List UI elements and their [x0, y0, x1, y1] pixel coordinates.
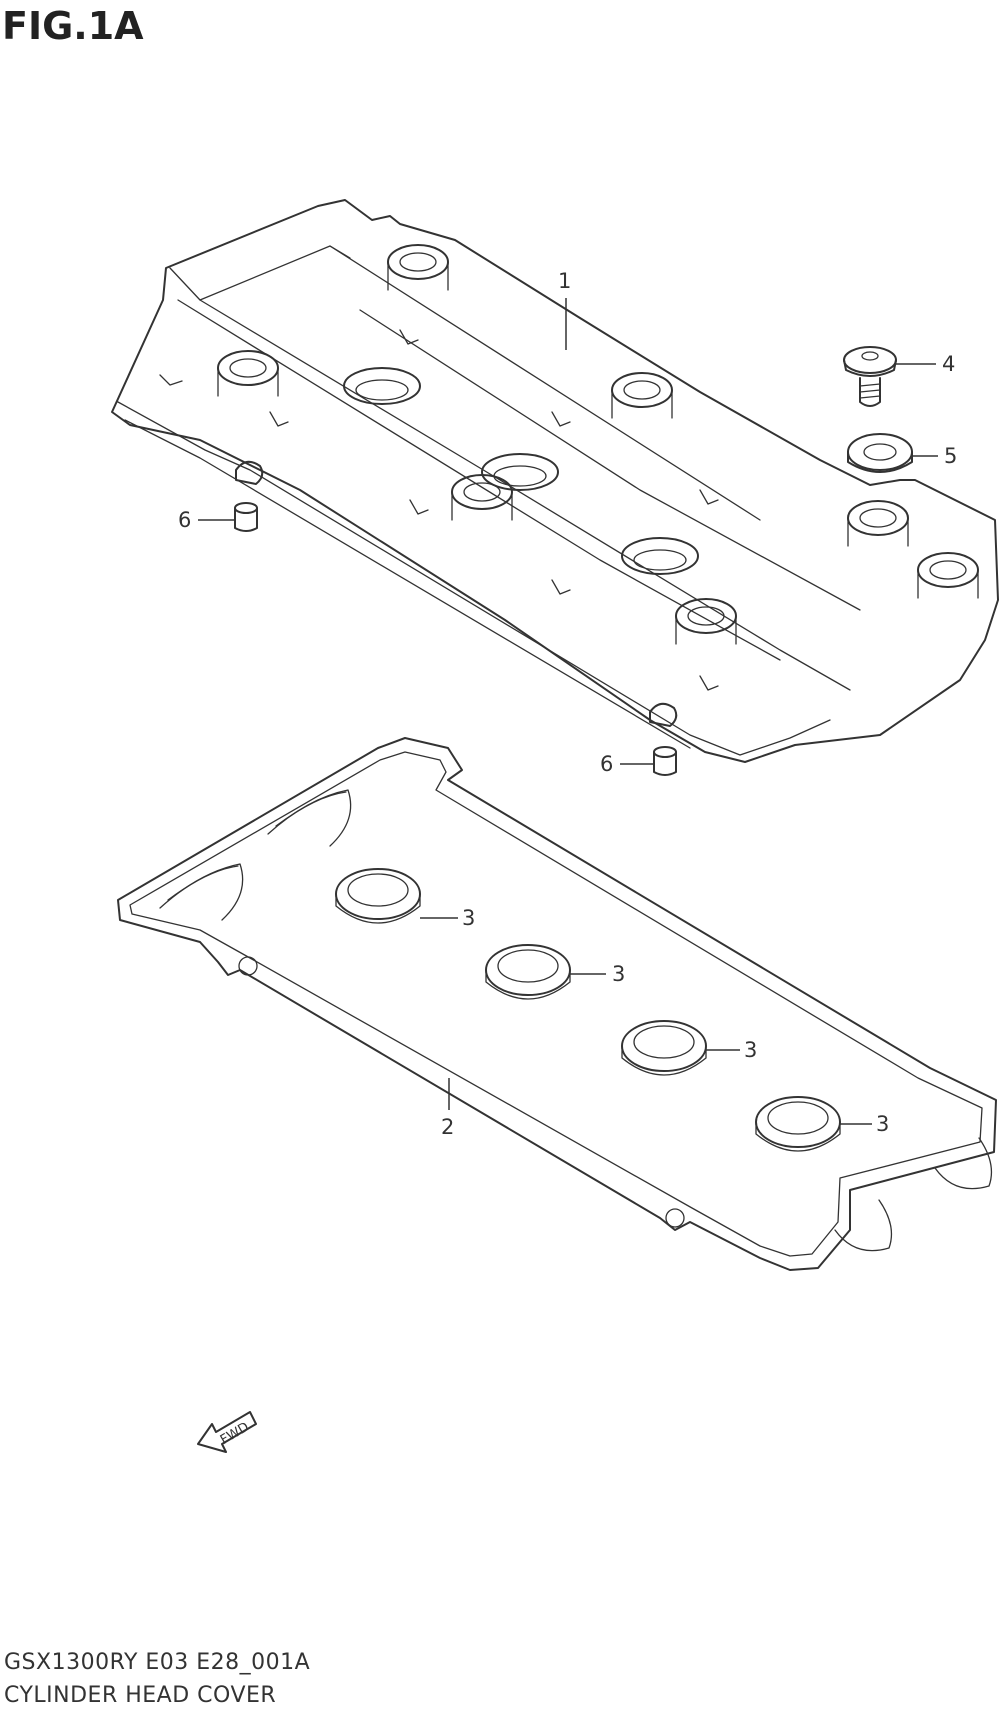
bolt-boss: [675, 598, 737, 645]
callout-part-3: 3: [744, 1038, 757, 1062]
model-code-label: GSX1300RY E03 E28_001A: [4, 1650, 311, 1675]
bolt-boss: [217, 350, 279, 397]
cover-gasket-drawing: [117, 737, 997, 1271]
callout-part-5: 5: [944, 444, 957, 468]
fwd-arrow-label: FWD: [218, 1420, 252, 1448]
cover-bolt-grommet: [847, 433, 913, 473]
plug-hole-seal: [335, 868, 421, 924]
bolt-boss: [451, 474, 513, 521]
assembly-name-label: CYLINDER HEAD COVER: [4, 1683, 277, 1708]
callout-part-1: 1: [558, 269, 571, 293]
bolt-boss: [611, 372, 673, 419]
callout-part-4: 4: [942, 352, 955, 376]
dowel-pin: [653, 746, 677, 776]
plug-hole-seal: [621, 1020, 707, 1076]
bolt-boss: [917, 552, 979, 599]
callout-part-2: 2: [441, 1115, 454, 1139]
plug-hole-seal: [755, 1096, 841, 1152]
figure-title: FIG.1A: [2, 4, 144, 48]
bolt-boss: [847, 500, 909, 547]
dowel-pin: [234, 502, 258, 532]
bolt-boss: [387, 244, 449, 291]
callout-part-3: 3: [462, 906, 475, 930]
cover-bolt: [843, 346, 897, 407]
callout-part-3: 3: [612, 962, 625, 986]
cylinder-head-cover-drawing: [111, 199, 999, 763]
plug-hole-seal: [485, 944, 571, 1000]
fwd-arrow-icon: FWD: [197, 1411, 257, 1453]
callout-part-3: 3: [876, 1112, 889, 1136]
callout-part-6: 6: [178, 508, 191, 532]
callout-part-6: 6: [600, 752, 613, 776]
